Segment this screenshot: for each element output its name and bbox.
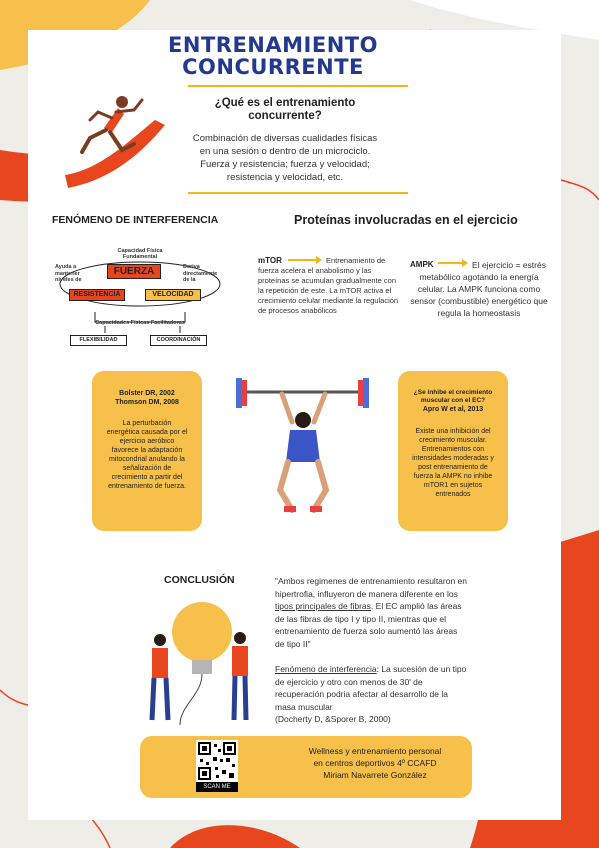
proteins-heading: Proteínas involucradas en el ejercicio (294, 213, 518, 227)
footer-line-1: Wellness y entrenamiento personal (308, 746, 442, 756)
mtor-label: mTOR (258, 256, 282, 265)
lightbulb-glass (172, 602, 232, 662)
right-plate-blue (363, 378, 369, 408)
footer-line-2: en centros deportivos 4º CCAFD (313, 758, 437, 768)
ampk-label: AMPK (410, 260, 434, 269)
ampk-arrow-icon (438, 259, 468, 267)
title-rule (188, 85, 408, 87)
right-info-box: ¿Se inhibe el crecimiento muscular con e… (398, 371, 508, 531)
diagram-arrows (59, 261, 221, 333)
runner-torso (104, 108, 124, 132)
weightlifter-illustration (236, 378, 369, 513)
left-info-box: Bolster DR, 2002 Thomson DM, 2008 La per… (92, 371, 202, 531)
diagram-bracket (94, 312, 186, 323)
person-right-head (234, 632, 246, 644)
diagram-bottom-label: Capacidades Físicas Facilitadoras (95, 320, 185, 326)
left-box-text: La perturbación energética causada por e… (106, 420, 188, 490)
interference-diagram: Capacidad Física Fundamental Ayuda a man… (55, 240, 225, 350)
conclusion-text-3: : La sucesión de un tipo de ejercicio y … (275, 664, 467, 712)
right-box-text: Existe una inhibición del crecimiento mu… (412, 428, 494, 498)
runner-illustration (65, 96, 165, 188)
lightbulb-people-illustration (149, 602, 249, 726)
lifter-right-shoe (310, 506, 322, 512)
mtor-arrow-icon (288, 256, 322, 264)
lightbulb-cord (179, 673, 203, 726)
runner-legs (80, 128, 136, 154)
right-plate-red (358, 380, 363, 406)
fiber-types-link: tipos principales de fibras (275, 601, 371, 611)
lifter-arms (279, 391, 328, 425)
person-left-head (154, 634, 166, 646)
conclusion-reference: (Docherty D, &Sporer B, 2000) (275, 714, 391, 724)
conclusion-text-2: . El EC amplió las áreas de las fibras d… (275, 601, 462, 649)
person-right-shirt (232, 646, 248, 676)
runner-arms (88, 98, 144, 122)
ampk-text: El ejercicio = estrés metabólico agotand… (410, 260, 548, 318)
page-title: ENTRENAMIENTO CONCURRENTE (128, 34, 418, 78)
diagram-right-label: Deriva directamente de la (183, 264, 218, 283)
flexibilidad-box: FLEXIBILIDAD (70, 335, 127, 346)
conclusion-heading: CONCLUSIÓN (164, 574, 235, 586)
runner-head (116, 96, 128, 108)
bottom-orange-blob (170, 825, 300, 848)
fuerza-box: FUERZA (107, 264, 161, 279)
left-box-ref-2: Thomson DM, 2008 (115, 399, 179, 406)
conclusion-quote: "Ambos regimenes de entrenamiento result… (275, 575, 467, 650)
person-right-legs (231, 675, 249, 721)
velocidad-box: VELOCIDAD (145, 289, 201, 301)
person-left-legs (149, 677, 171, 721)
intro-definition: Combinación de diversas cualidades físic… (192, 133, 378, 183)
lifter-head (295, 412, 311, 428)
interference-heading: FENÓMENO DE INTERFERENCIA (52, 214, 219, 226)
footer-credits: Wellness y entrenamiento personal en cen… (290, 745, 460, 781)
title-line-1: ENTRENAMIENTO (168, 33, 378, 57)
right-box-question: ¿Se inhibe el crecimiento muscular con e… (413, 389, 493, 404)
interference-link: Fenómeno de interferencia (275, 664, 377, 674)
diagram-loop (59, 261, 221, 307)
qr-code[interactable] (196, 740, 238, 782)
left-plate-red (242, 380, 247, 406)
intro-rule (188, 192, 408, 194)
lifter-left-shoe (284, 506, 296, 512)
person-left-shirt (152, 648, 168, 678)
mtor-text: Entrenamiento de fuerza acelera el anabo… (258, 256, 399, 315)
lightbulb-base (192, 660, 212, 674)
left-plate-blue (236, 378, 242, 408)
conclusion-text-1: "Ambos regimenes de entrenamiento result… (275, 576, 468, 599)
footer-line-3: Miriam Navarrete González (323, 770, 427, 780)
resistencia-box: RESISTENCIA (69, 289, 125, 301)
intro-question: ¿Qué es el entrenamiento concurrente? (214, 97, 356, 122)
lifter-suit (286, 430, 320, 462)
right-box-ref: Apro W et al, 2013 (422, 406, 484, 413)
diagram-ticks (104, 326, 181, 333)
lifter-legs (276, 459, 330, 513)
diagram-left-label: Ayuda a mantener niveles de (55, 264, 82, 283)
scan-me-label: SCAN ME (196, 782, 238, 792)
red-ribbon-track (65, 120, 165, 188)
footer-box (140, 736, 472, 798)
conclusion-interference: Fenómeno de interferencia: La sucesión d… (275, 663, 467, 726)
coordinacion-box: COORDINACIÓN (150, 335, 207, 346)
left-box-ref-1: Bolster DR, 2002 (119, 390, 175, 397)
title-line-2: CONCURRENTE (182, 55, 364, 79)
qr-code-icon (198, 742, 236, 780)
diagram-top-label: Capacidad Física Fundamental (117, 248, 163, 260)
